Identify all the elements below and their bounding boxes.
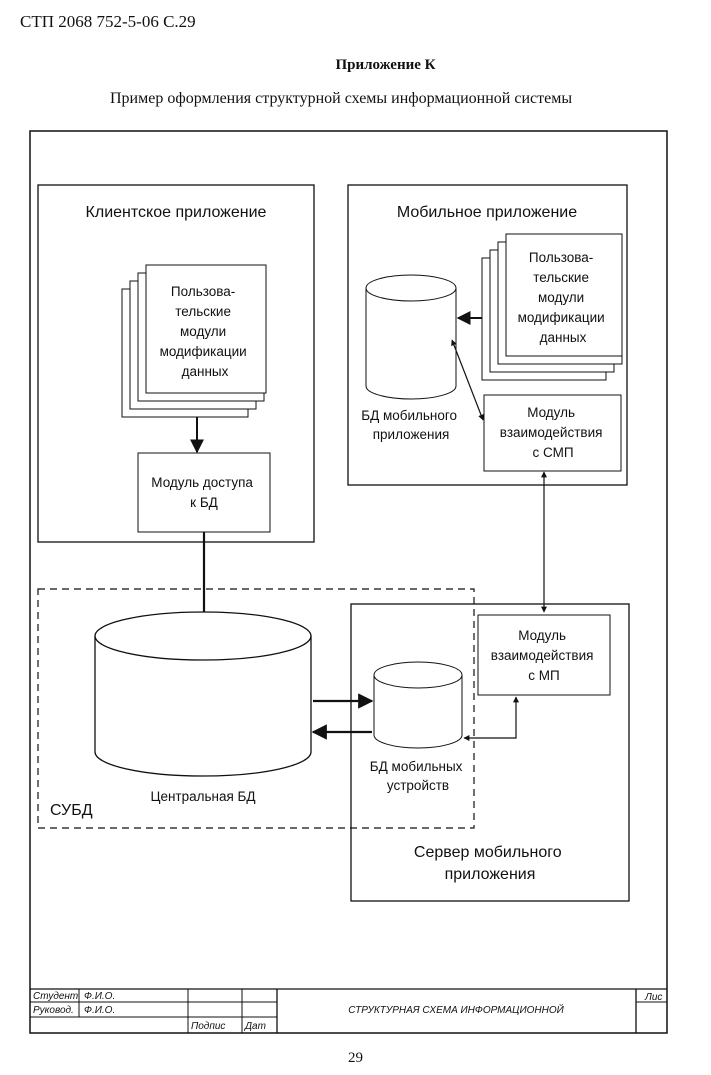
- dbms-label: СУБД: [50, 802, 93, 819]
- central-db-cylinder: [94, 611, 312, 777]
- document-header: СТП 2068 752-5-06 С.29: [20, 12, 196, 31]
- mp-module: [477, 614, 611, 696]
- client-user-modules-label: Пользова- тельские модули модификации да…: [160, 284, 251, 379]
- mobile-db-label: БД мобильного приложения: [361, 408, 461, 442]
- mobile-app-block: Мобильное приложение БД мобильного прило…: [347, 184, 628, 486]
- supervisor-name: Ф.И.О.: [84, 1005, 115, 1016]
- db-access-module: [137, 452, 271, 533]
- dbms-region: СУБД Центральная БД БД мобильных устройс…: [37, 588, 475, 829]
- student-role: Студент: [33, 991, 78, 1002]
- db-access-label: Модуль доступа к БД: [151, 475, 256, 510]
- mobile-db-cylinder: [365, 274, 457, 400]
- title-block: Студент Ф.И.О. Руковод. Ф.И.О. Подпис Да…: [30, 988, 667, 1033]
- client-app-title: Клиентское приложение: [86, 204, 267, 221]
- arrow-mobile-devices-db-mp-module: [463, 696, 519, 741]
- drawing-frame: [29, 130, 668, 1034]
- arrow-mobile-db-smp-module: [451, 339, 484, 421]
- date-label: Дат: [244, 1021, 266, 1032]
- client-app-block: Клиентское приложение Пользова- тельские…: [37, 184, 315, 543]
- mobile-user-modules-label: Пользова- тельские модули модификации да…: [518, 250, 609, 345]
- appendix-title: Приложение К: [335, 57, 436, 73]
- page-number: 29: [348, 1050, 363, 1066]
- mobile-app-title: Мобильное приложение: [397, 204, 577, 221]
- client-user-modules-stack: Пользова- тельские модули модификации да…: [121, 264, 267, 418]
- central-db-label: Центральная БД: [150, 789, 255, 804]
- mobile-user-modules-stack: Пользова- тельские модули модификации да…: [481, 233, 623, 381]
- server-block: Сервер мобильного приложения Модуль взаи…: [350, 603, 630, 902]
- mobile-devices-db-label: БД мобильных устройств: [370, 759, 466, 793]
- mp-module-label: Модуль взаимодействия с МП: [491, 628, 597, 683]
- supervisor-role: Руковод.: [33, 1005, 74, 1016]
- student-name: Ф.И.О.: [84, 991, 115, 1002]
- server-title: Сервер мобильного приложения: [414, 844, 566, 883]
- smp-module: [483, 394, 622, 472]
- drawing-title: СТРУКТУРНАЯ СХЕМА ИНФОРМАЦИОННОЙ: [348, 1003, 564, 1016]
- smp-module-label: Модуль взаимодействия с СМП: [500, 405, 606, 460]
- mobile-devices-db-cylinder: [373, 661, 463, 749]
- signature-label: Подпис: [191, 1021, 225, 1032]
- diagram-caption: Пример оформления структурной схемы инфо…: [110, 90, 573, 107]
- sheet-label: Лис: [644, 992, 662, 1003]
